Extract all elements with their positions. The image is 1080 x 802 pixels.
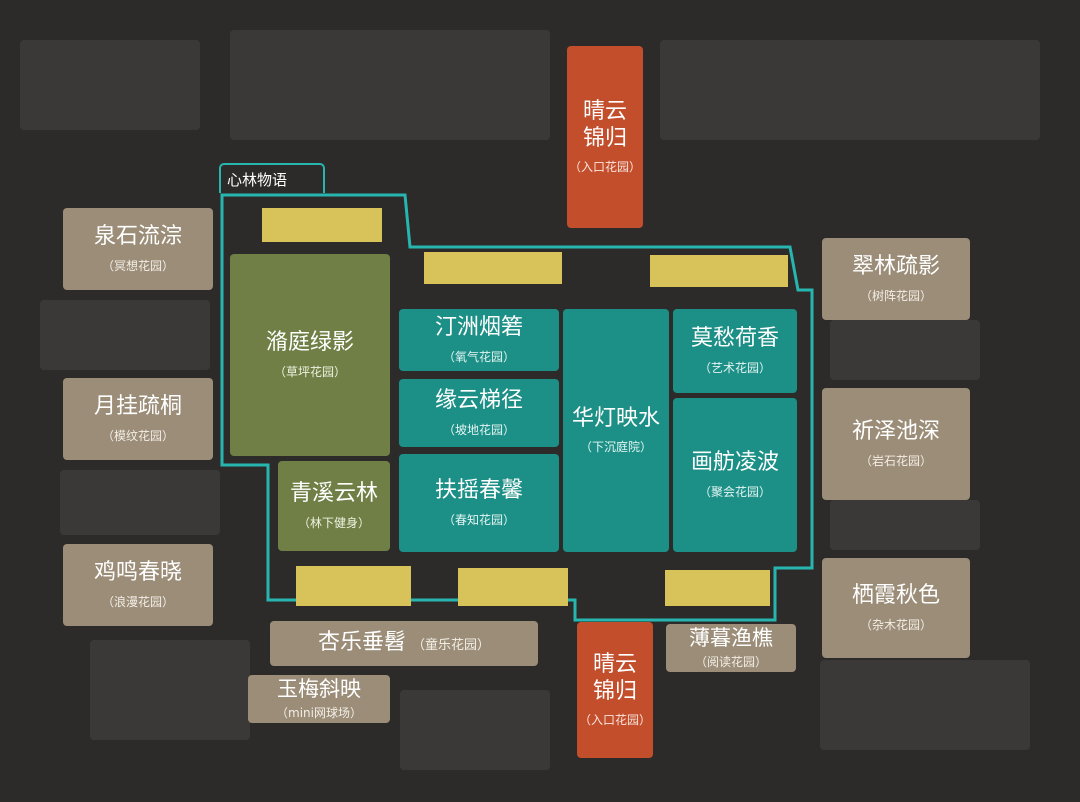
zone-sub: （入口花园）	[568, 159, 641, 174]
zone-name: 莫愁荷香	[690, 326, 779, 352]
zone-qingyun-bottom[interactable]: 晴云 锦归 （入口花园）	[577, 622, 653, 758]
zone-sub: （下沉庭院）	[579, 440, 652, 455]
residential-building	[424, 252, 562, 284]
zone-name: 栖霞秋色	[851, 583, 940, 609]
residential-building	[665, 570, 770, 606]
bg-building	[400, 690, 550, 770]
bg-building	[20, 40, 200, 130]
zone-cuilin[interactable]: 翠林疏影 （树阵花园）	[822, 238, 970, 320]
zone-yuegua[interactable]: 月挂疏桐 （模纹花园）	[63, 378, 213, 460]
bg-building	[830, 320, 980, 380]
zone-sub: （模纹花园）	[101, 428, 174, 443]
zone-sub: （杂木花园）	[859, 617, 932, 632]
zone-yuanyun[interactable]: 缘云梯径 （坡地花园）	[399, 379, 559, 447]
zone-qingyun-top[interactable]: 晴云 锦归 （入口花园）	[567, 46, 643, 228]
zone-sub: （入口花园）	[578, 712, 651, 727]
residential-building	[458, 568, 568, 606]
zone-sub: （童乐花园）	[412, 638, 491, 653]
bg-building	[660, 40, 1040, 140]
zone-name: 青溪云林	[289, 481, 378, 507]
zone-qize[interactable]: 祈泽池深 （岩石花园）	[822, 388, 970, 500]
zone-name: 翠林疏影	[851, 254, 940, 280]
zone-name: 汀洲烟箬	[434, 315, 523, 341]
zone-bomu[interactable]: 薄暮渔樵 （阅读花园）	[666, 624, 796, 672]
zone-name-line1: 晴云	[582, 99, 627, 125]
zone-xiuting[interactable]: 潃庭绿影 （草坪花园）	[230, 254, 390, 456]
zone-name: 薄暮渔樵	[689, 625, 773, 650]
bg-building	[230, 30, 550, 140]
zone-qingxi[interactable]: 青溪云林 （林下健身）	[278, 461, 390, 551]
zone-sub: （浪漫花园）	[101, 594, 174, 609]
zone-sub: （坡地花园）	[442, 422, 515, 437]
zone-sub: （春知花园）	[442, 512, 515, 527]
zone-name: 祈泽池深	[851, 419, 940, 445]
region-label: 心林物语	[227, 171, 288, 189]
zone-name-line2: 锦归	[592, 678, 637, 704]
zone-sub: （艺术花园）	[698, 360, 771, 375]
zone-name: 泉石流淙	[93, 224, 182, 250]
zone-name-line2: 锦归	[582, 125, 627, 151]
residential-building	[262, 208, 382, 242]
zone-jiming[interactable]: 鸡鸣春晓 （浪漫花园）	[63, 544, 213, 626]
zone-name: 缘云梯径	[434, 388, 523, 414]
residential-building	[296, 566, 411, 606]
zone-name: 玉梅斜映	[277, 676, 361, 701]
zone-name: 画舫凌波	[690, 450, 779, 476]
zone-name: 杏乐垂髫	[317, 630, 406, 656]
zone-sub: （冥想花园）	[101, 258, 174, 273]
zone-name: 扶摇春馨	[434, 478, 523, 504]
bg-building	[40, 300, 210, 370]
residential-building	[650, 255, 788, 287]
zone-qixia[interactable]: 栖霞秋色 （杂木花园）	[822, 558, 970, 658]
zone-sub: （阅读花园）	[694, 655, 767, 670]
bg-building	[830, 500, 980, 550]
zone-sub: （草坪花园）	[273, 364, 346, 379]
zone-name-line1: 晴云	[592, 652, 637, 678]
zone-sub: （林下健身）	[297, 515, 370, 530]
zone-fuyao[interactable]: 扶摇春馨 （春知花园）	[399, 454, 559, 552]
zone-sub: （mini网球场）	[276, 706, 362, 721]
bg-building	[90, 640, 250, 740]
zone-name: 潃庭绿影	[265, 330, 354, 356]
site-boundary-outline	[220, 193, 814, 622]
zone-tingzhou[interactable]: 汀洲烟箬 （氧气花园）	[399, 309, 559, 371]
zone-mochou[interactable]: 莫愁荷香 （艺术花园）	[673, 309, 797, 393]
zone-sub: （聚会花园）	[698, 484, 771, 499]
zone-huafang[interactable]: 画舫凌波 （聚会花园）	[673, 398, 797, 552]
bg-building	[820, 660, 1030, 750]
zone-name: 华灯映水	[571, 405, 660, 431]
bg-building	[60, 470, 220, 535]
zone-name: 月挂疏桐	[93, 394, 182, 420]
zone-sub: （岩石花园）	[859, 453, 932, 468]
zone-name: 鸡鸣春晓	[93, 560, 182, 586]
zone-xingle[interactable]: 杏乐垂髫 （童乐花园）	[270, 621, 538, 666]
region-label-tab: 心林物语	[219, 163, 325, 193]
zone-sub: （氧气花园）	[442, 349, 515, 364]
zone-yumei[interactable]: 玉梅斜映 （mini网球场）	[248, 675, 390, 723]
zone-quanshi[interactable]: 泉石流淙 （冥想花园）	[63, 208, 213, 290]
zone-huadeng[interactable]: 华灯映水 （下沉庭院）	[563, 309, 669, 552]
zone-sub: （树阵花园）	[859, 288, 932, 303]
